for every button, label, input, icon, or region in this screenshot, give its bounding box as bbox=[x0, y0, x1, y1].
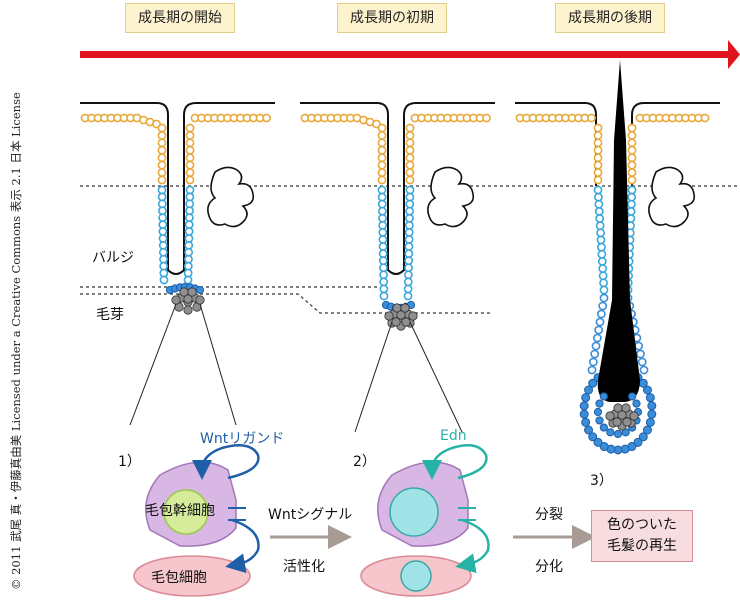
edn-label: Edn bbox=[440, 428, 467, 444]
division-label: 分裂 bbox=[535, 507, 563, 523]
panel-2-number: 2） bbox=[353, 454, 376, 470]
wnt-signal-label: Wntシグナル bbox=[268, 507, 353, 523]
result-box: 色のついた 毛髪の再生 bbox=[591, 510, 693, 562]
matrix-cell-shape-1 bbox=[133, 555, 251, 597]
stem-cell-nucleus-2 bbox=[389, 487, 439, 537]
stem-cell-nucleus-1 bbox=[163, 489, 209, 535]
stage-label-start: 成長期の開始 bbox=[125, 3, 235, 33]
stage-label-early: 成長期の初期 bbox=[337, 3, 447, 33]
follicle-stage-2 bbox=[300, 102, 495, 331]
result-line-1: 色のついた bbox=[607, 517, 677, 533]
matrix-cell-nucleus-2 bbox=[400, 560, 432, 592]
stem-cell-label: 毛包幹細胞 bbox=[145, 503, 215, 519]
differentiation-label: 分化 bbox=[535, 559, 563, 575]
stage-label-late: 成長期の後期 bbox=[555, 3, 665, 33]
timeline-arrow bbox=[80, 40, 740, 69]
bulge-label: バルジ bbox=[92, 250, 134, 266]
wnt-ligand-label: Wntリガンド bbox=[200, 431, 285, 447]
panel-1-number: 1） bbox=[118, 454, 141, 470]
follicle-stage-3 bbox=[515, 60, 720, 455]
activation-label: 活性化 bbox=[283, 559, 325, 575]
wnt-arrow-2 bbox=[225, 518, 260, 574]
result-line-2: 毛髪の再生 bbox=[607, 538, 677, 554]
wnt-arrow-1 bbox=[192, 443, 260, 480]
follicle-stage-1 bbox=[80, 102, 275, 315]
copyright-notice: © 2011 武尾 真・伊藤真由美 Licensed under a Creat… bbox=[9, 92, 23, 590]
edn-arrow-1 bbox=[422, 443, 488, 480]
panel1-connector-lines bbox=[129, 303, 463, 433]
panel1-cells bbox=[133, 443, 260, 597]
hair-germ-label: 毛芽 bbox=[96, 307, 124, 323]
panel-3-number: 3） bbox=[590, 473, 613, 489]
edn-arrow-2 bbox=[455, 518, 490, 574]
matrix-cell-label: 毛包細胞 bbox=[151, 570, 207, 586]
panel2-cells bbox=[360, 443, 490, 597]
